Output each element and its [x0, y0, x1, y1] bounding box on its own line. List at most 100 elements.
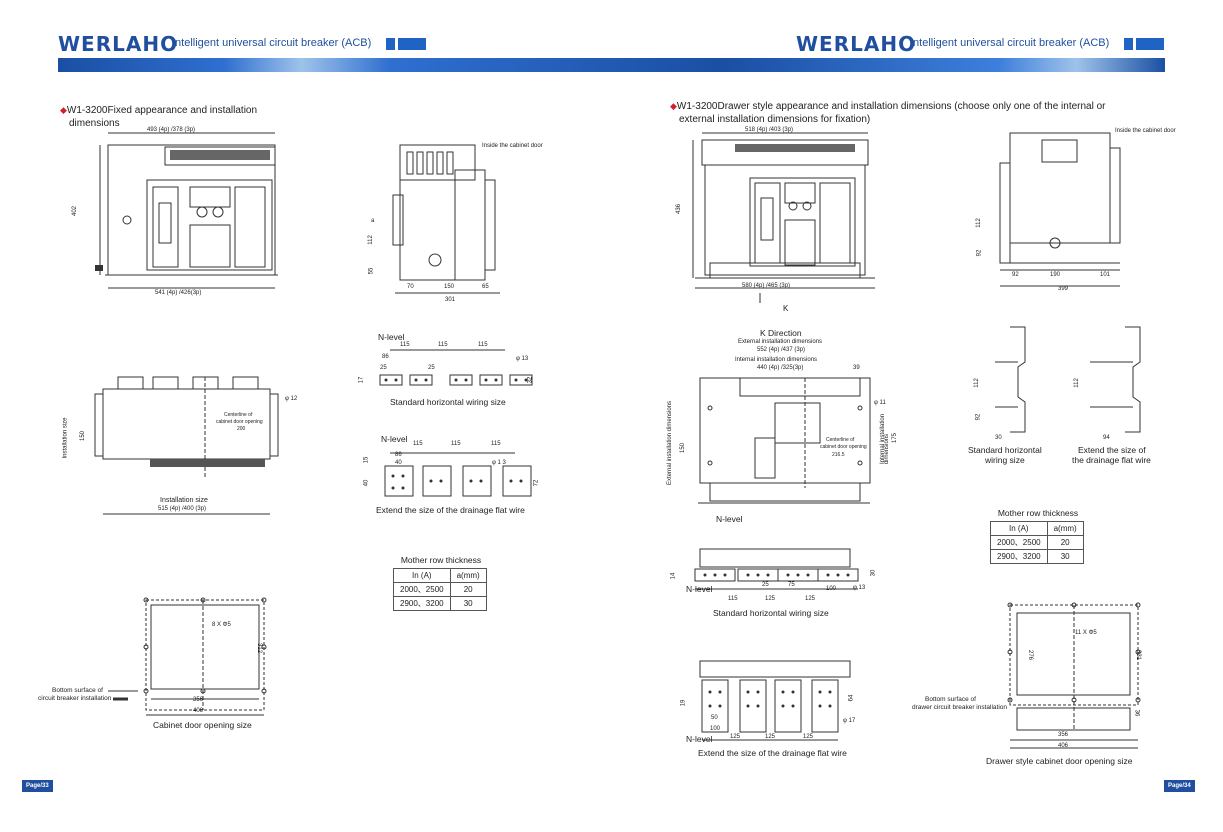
- left-side-d150: 150: [444, 284, 455, 290]
- right-side-view-drawing: [980, 128, 1130, 298]
- right-wext-d125a: 125: [730, 734, 741, 740]
- right-kdir-d2165: 216.5: [832, 452, 845, 458]
- left-wext-caption: Extend the size of the drainage flat wir…: [376, 505, 525, 515]
- left-wext-d115b: 115: [451, 441, 461, 447]
- left-wext-d86: 86: [395, 452, 402, 458]
- left-bottom-left-label: Installation size: [62, 417, 69, 459]
- right-wstd-d115: 115: [728, 596, 738, 602]
- header-subtitle-right: Intelligent universal circuit breaker (A…: [910, 37, 1110, 49]
- left-bottom-d150: 150: [80, 430, 87, 442]
- right-table-r1c2: 20: [1046, 535, 1084, 550]
- right-small-ext-d112: 112: [1073, 378, 1080, 388]
- right-side-d92a: 92: [1012, 272, 1019, 278]
- left-wstd-phi13: φ 13: [516, 356, 529, 362]
- left-section-title: ◆W1-3200Fixed appearance and installatio…: [60, 105, 258, 129]
- right-kdir-int: Internal installation dimensions: [735, 357, 818, 363]
- left-front-bottom-dim: 541 (4p) /426(3p): [155, 290, 202, 296]
- right-kdir-title: K Direction: [760, 328, 802, 338]
- right-door-bottom-label2: drawer circuit breaker installation: [912, 704, 1008, 711]
- left-wext-d72: 72: [533, 479, 540, 487]
- right-wstd-d14: 14: [670, 572, 677, 580]
- right-small-ext-drawing: [1085, 322, 1155, 442]
- left-wstd-nlevel: N-level: [378, 332, 405, 342]
- right-small-ext-d94: 94: [1103, 435, 1110, 441]
- right-kdir-center1: Centerline of: [826, 437, 855, 443]
- right-door-d331: 331: [1135, 649, 1142, 661]
- left-bottom-view-drawing: [70, 372, 300, 517]
- right-table-h2: a(mm): [1046, 521, 1084, 536]
- right-wstd-caption: Standard horizontal wiring size: [713, 608, 829, 618]
- right-small-std-caption2: wiring size: [985, 455, 1025, 465]
- right-wext-d125c: 125: [803, 734, 814, 740]
- left-wiring-ext-drawing: [375, 448, 545, 503]
- right-kdir-center2: cabinet door opening: [820, 444, 867, 450]
- right-wext-caption: Extend the size of the drainage flat wir…: [698, 748, 847, 758]
- right-wstd-d125a: 125: [765, 596, 776, 602]
- left-side-d301: 301: [445, 297, 456, 303]
- left-front-height: 402: [72, 205, 79, 217]
- right-wstd-d100: 100: [826, 586, 837, 592]
- left-wstd-d25b: 25: [428, 365, 435, 371]
- right-wext-phi17: φ 17: [843, 718, 856, 724]
- left-wstd-d115c: 115: [478, 342, 488, 348]
- left-bottom-title: Installation size: [160, 497, 208, 504]
- right-side-d399: 399: [1058, 286, 1069, 292]
- right-wstd-d25: 25: [762, 582, 769, 588]
- left-wext-phi13: φ 1 3: [492, 460, 506, 466]
- right-door-bottom-label1: Bottom surface of: [925, 696, 976, 703]
- brand-logo-right: WERLAHO: [796, 32, 917, 56]
- left-wstd-caption: Standard horizontal wiring size: [390, 397, 506, 407]
- left-side-view-drawing: [365, 140, 515, 305]
- left-table-h2: a(mm): [449, 568, 487, 583]
- right-small-ext-caption1: Extend the size of: [1078, 445, 1146, 455]
- left-side-d55: 55: [368, 267, 375, 275]
- right-small-ext-caption2: the drainage flat wire: [1072, 455, 1151, 465]
- right-wext-d64: 64: [848, 694, 855, 702]
- brand-logo-left: WERLAHO: [58, 32, 179, 56]
- left-bottom-center-note2: cabinet door opening: [216, 419, 263, 425]
- left-door-d406: 406: [193, 708, 204, 714]
- right-table-title: Mother row thickness: [997, 508, 1079, 518]
- right-small-std-d30: 30: [995, 435, 1002, 441]
- header-accent-gap-left: [395, 38, 398, 50]
- right-kdir-left-label: External installation dimensions: [667, 400, 674, 486]
- left-side-note: Inside the cabinet door: [482, 143, 543, 149]
- left-door-bottom-label1: Bottom surface of: [52, 687, 103, 694]
- right-side-d112: 112: [975, 218, 982, 228]
- left-wiring-std-drawing: [370, 345, 540, 390]
- right-wstd-nlevel: N-level: [686, 584, 713, 594]
- left-door-holes: 8 X Φ5: [212, 622, 231, 628]
- right-door-d36: 36: [1133, 709, 1140, 717]
- right-table-h1: In (A): [990, 521, 1048, 536]
- right-front-bottom-dim: 580 (4p) /465 (3p): [742, 283, 791, 289]
- right-kdir-drawing: [680, 368, 880, 518]
- left-table-h1: In (A): [393, 568, 451, 583]
- left-wstd-d17: 17: [358, 376, 365, 384]
- left-bottom-phi12: φ 12: [285, 396, 298, 402]
- left-wext-d40a: 40: [395, 460, 402, 466]
- right-small-std-drawing: [990, 322, 1040, 442]
- right-wstd-phi13: φ 13: [853, 585, 866, 591]
- left-wext-d115c: 115: [491, 441, 501, 447]
- left-door-d312: 312: [256, 642, 263, 654]
- header-accent-right: [1124, 38, 1164, 50]
- left-bottom-d200: 200: [237, 426, 246, 432]
- right-wiring-std-drawing: [680, 544, 880, 594]
- left-side-d70: 70: [407, 284, 414, 290]
- right-side-note: Inside the cabinet door: [1115, 128, 1176, 134]
- right-section-title: ◆W1-3200Drawer style appearance and inst…: [670, 101, 1106, 125]
- left-table-r1c2: 20: [449, 582, 487, 597]
- left-wstd-d115b: 115: [438, 342, 448, 348]
- left-page-number: Page/33: [22, 780, 53, 792]
- right-table-r1c1: 2000、2500: [990, 535, 1048, 550]
- right-side-d92b: 92: [976, 249, 983, 257]
- right-door-drawing: [1000, 600, 1150, 750]
- right-kdir-phi11: φ 11: [874, 400, 886, 406]
- right-side-d190: 190: [1050, 272, 1061, 278]
- right-small-std-d112: 112: [973, 378, 980, 388]
- right-kdir-d39: 39: [853, 365, 860, 371]
- right-front-height: 436: [676, 203, 683, 215]
- left-door-caption: Cabinet door opening size: [153, 720, 252, 730]
- right-table-r2c2: 30: [1046, 549, 1084, 564]
